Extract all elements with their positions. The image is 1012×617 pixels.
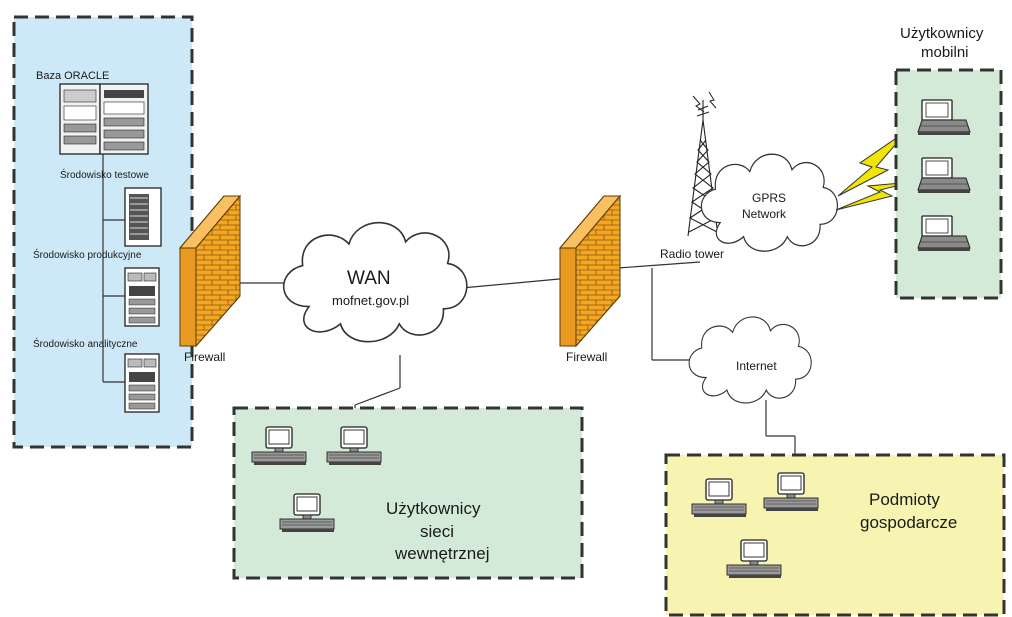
internal-users-line-2: sieci	[420, 522, 454, 541]
mobile-users-title-2: mobilni	[921, 44, 969, 61]
internal-users-zone	[232, 406, 584, 580]
internal-users-line-3: wewnętrznej	[394, 544, 490, 563]
firewall-icon	[178, 194, 242, 348]
internal-users-line-1: Użytkownicy	[386, 499, 481, 518]
datacenter-zone: Baza ORACLE Środowisko testowe Środowisk…	[12, 15, 194, 449]
mobile-users-zone	[894, 68, 1003, 300]
server-icon	[124, 187, 162, 247]
gprs-label-1: GPRS	[752, 191, 786, 205]
business-zone	[664, 453, 1006, 617]
lightning-icon	[835, 129, 913, 211]
server-icon	[59, 83, 149, 155]
env-prod-label: Środowisko produkcyjne	[33, 248, 142, 261]
wan-title: WAN	[347, 268, 391, 289]
business-line-2: gospodarcze	[860, 513, 957, 532]
internet-label: Internet	[736, 359, 777, 373]
env-analytic-label: Środowisko analityczne	[33, 337, 138, 350]
firewall-right-label: Firewall	[566, 350, 607, 364]
env-test-label: Środowisko testowe	[60, 168, 149, 181]
wan-domain: mofnet.gov.pl	[332, 293, 409, 308]
server-icon	[124, 353, 160, 413]
firewall-icon	[558, 194, 622, 348]
firewall-left-label: Firewall	[184, 350, 225, 364]
server-icon	[124, 267, 160, 327]
business-line-1: Podmioty	[869, 490, 940, 509]
radio-tower-label: Radio tower	[660, 247, 724, 261]
mobile-users-title-1: Użytkownicy	[900, 25, 984, 42]
gprs-label-2: Network	[742, 207, 787, 221]
db-label: Baza ORACLE	[36, 70, 109, 82]
